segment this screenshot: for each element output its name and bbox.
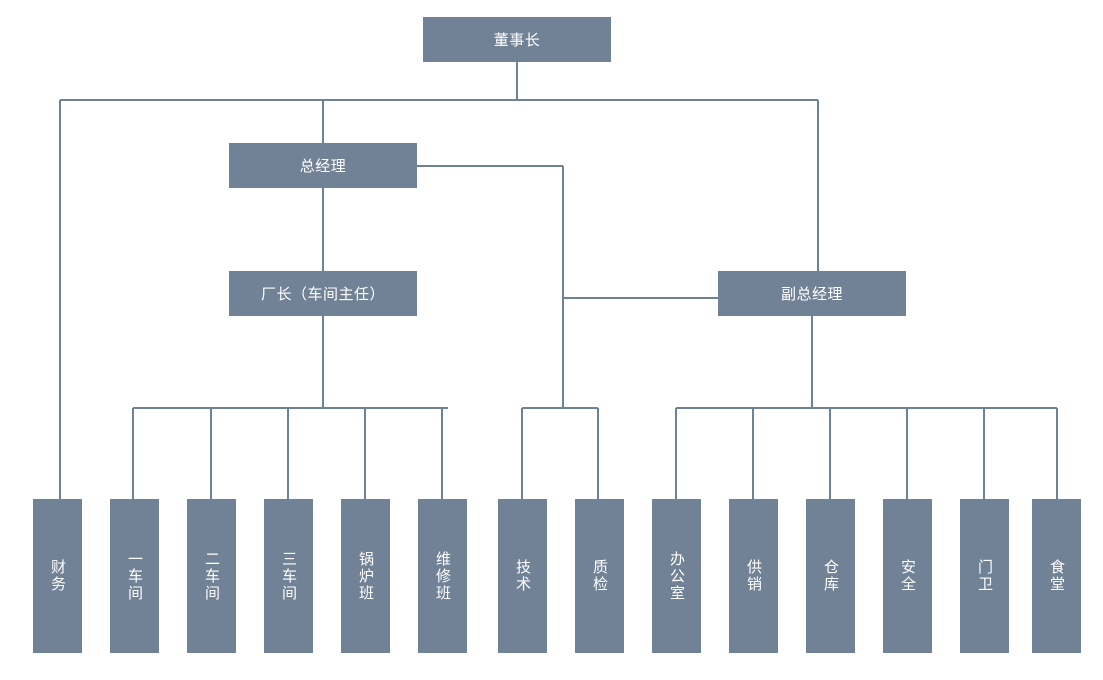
org-node-n6[interactable]: 二车间 <box>187 499 236 653</box>
org-node-n13[interactable]: 供销 <box>729 499 778 653</box>
org-node-n9[interactable]: 维修班 <box>418 499 467 653</box>
org-node-label: 一车间 <box>126 550 144 602</box>
org-node-label: 仓库 <box>822 559 840 593</box>
org-node-n17[interactable]: 食堂 <box>1032 499 1081 653</box>
org-node-n14[interactable]: 仓库 <box>806 499 855 653</box>
org-node-label: 三车间 <box>280 550 298 602</box>
org-node-label: 办公室 <box>668 550 686 602</box>
org-node-n8[interactable]: 锅炉班 <box>341 499 390 653</box>
org-node-n15[interactable]: 安全 <box>883 499 932 653</box>
org-node-label: 二车间 <box>203 550 221 602</box>
org-node-label: 技术 <box>514 559 532 593</box>
org-node-n3[interactable]: 厂长（车间主任） <box>229 271 417 316</box>
org-node-label: 副总经理 <box>780 285 843 303</box>
org-node-n10[interactable]: 技术 <box>498 499 547 653</box>
org-node-label: 门卫 <box>976 559 994 593</box>
org-node-n4[interactable]: 财务 <box>33 499 82 653</box>
org-node-label: 供销 <box>745 559 763 593</box>
org-node-n12[interactable]: 办公室 <box>652 499 701 653</box>
connector-group <box>59 62 1058 499</box>
org-node-n11[interactable]: 质检 <box>575 499 624 653</box>
org-node-label: 质检 <box>591 559 609 593</box>
org-node-label: 安全 <box>899 559 917 593</box>
org-node-label: 厂长（车间主任） <box>260 285 385 303</box>
org-node-label: 董事长 <box>493 31 541 49</box>
org-node-label: 财务 <box>49 559 67 593</box>
org-node-n2[interactable]: 副总经理 <box>718 271 906 316</box>
org-node-n0[interactable]: 董事长 <box>423 17 611 62</box>
org-node-n7[interactable]: 三车间 <box>264 499 313 653</box>
org-node-n1[interactable]: 总经理 <box>229 143 417 188</box>
org-node-label: 锅炉班 <box>357 550 375 602</box>
org-node-n16[interactable]: 门卫 <box>960 499 1009 653</box>
org-node-n5[interactable]: 一车间 <box>110 499 159 653</box>
org-node-label: 总经理 <box>299 157 347 175</box>
org-node-label: 维修班 <box>434 550 452 602</box>
org-node-label: 食堂 <box>1048 559 1066 593</box>
